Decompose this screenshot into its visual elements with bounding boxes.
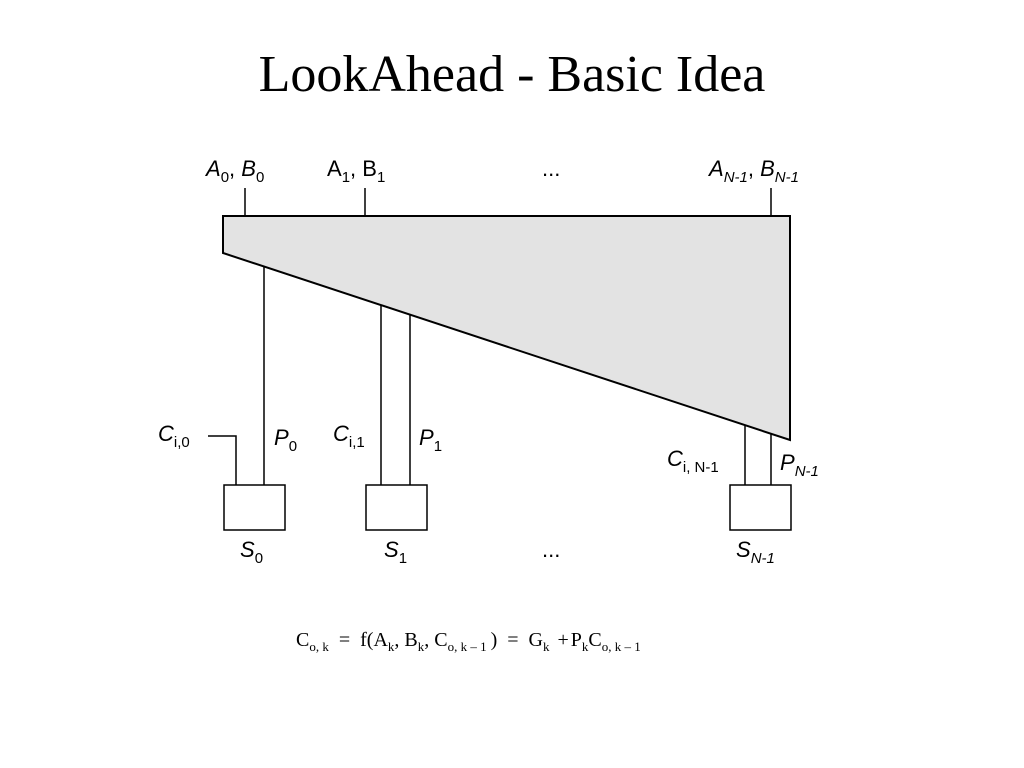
sum-label-n-1: SN-1 <box>736 537 775 567</box>
carry-equation: Co, k=f(Ak, Bk, Co, k – 1)=Gk+PkCo, k – … <box>296 629 641 654</box>
propagate-label-0: P0 <box>274 425 297 455</box>
sum-label-1: S1 <box>384 537 407 567</box>
propagate-label-1: P1 <box>419 425 442 455</box>
input-label-n-1: AN-1, BN-1 <box>707 156 799 186</box>
carry-label-1: Ci,1 <box>333 421 365 451</box>
sum-label-0: S0 <box>240 537 263 567</box>
carry-label-n-1: Ci, N-1 <box>667 446 719 476</box>
carry-label-0: Ci,0 <box>158 421 190 451</box>
input-label-0: A0, B0 <box>204 156 264 186</box>
ci0-line <box>208 435 237 485</box>
propagate-label-n-1: PN-1 <box>780 450 819 480</box>
sum-cell-0 <box>223 484 286 531</box>
lookahead-block <box>222 215 791 442</box>
slide-title: LookAhead - Basic Idea <box>258 46 766 103</box>
input-label-1: A1, B1 <box>327 156 385 186</box>
sum-ellipsis: ... <box>542 537 560 562</box>
sum-cell-n-1 <box>729 484 792 531</box>
input-ellipsis: ... <box>542 156 560 181</box>
sum-cell-1 <box>365 484 428 531</box>
